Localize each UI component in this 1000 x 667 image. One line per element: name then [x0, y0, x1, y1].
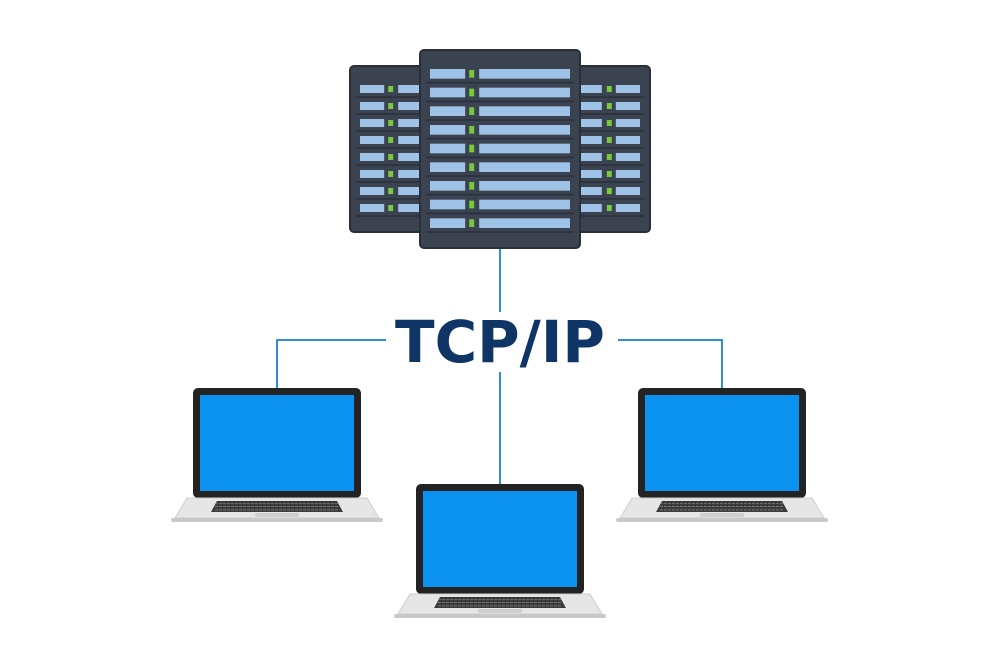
laptop-trackpad	[478, 609, 522, 613]
tcp-ip-label: TCP/IP	[395, 308, 605, 376]
laptop-center	[394, 484, 606, 618]
laptop-screen	[423, 491, 577, 587]
drive-bay	[479, 199, 570, 210]
drive-bay	[430, 218, 466, 228]
drive-bay	[479, 143, 570, 154]
drive-bay	[479, 106, 570, 116]
drive-bay	[360, 85, 385, 93]
drive-led	[469, 70, 475, 78]
drive-led	[469, 88, 475, 97]
drive-led	[469, 163, 475, 171]
laptop-screen	[645, 395, 799, 491]
drive-led	[469, 144, 475, 153]
drive-bay	[360, 136, 385, 144]
drive-bay	[479, 87, 570, 98]
drive-bay	[479, 218, 570, 228]
drive-bay	[615, 119, 640, 127]
drive-led	[606, 188, 612, 194]
drive-led	[469, 107, 475, 115]
drive-bay	[479, 125, 570, 135]
laptop-base-edge	[394, 614, 606, 618]
drive-bay	[479, 69, 570, 79]
drive-led	[606, 205, 612, 211]
drive-bay	[360, 102, 385, 110]
drive-led	[469, 126, 475, 134]
drive-bay	[615, 153, 640, 161]
server-rack-center	[419, 49, 581, 249]
laptop-trackpad	[255, 513, 299, 517]
drive-bay	[615, 102, 640, 110]
drive-led	[469, 182, 475, 190]
drive-led	[388, 86, 394, 92]
drive-led	[606, 120, 612, 126]
drive-led	[606, 154, 612, 160]
drive-led	[388, 103, 394, 109]
drive-led	[388, 171, 394, 177]
drive-led	[388, 205, 394, 211]
server-rack-group	[349, 49, 651, 249]
connector-to-right-laptop	[618, 339, 723, 388]
connector-to-left-laptop	[276, 339, 386, 388]
drive-bay	[615, 136, 640, 144]
laptop-base-edge	[616, 518, 828, 522]
drive-led	[469, 200, 475, 209]
drive-bay	[430, 181, 466, 191]
drive-bay	[430, 69, 466, 79]
drive-bay	[360, 153, 385, 161]
laptop-base-edge	[171, 518, 383, 522]
drive-bay	[430, 106, 466, 116]
laptop-left	[171, 388, 383, 522]
drive-bay	[430, 87, 466, 98]
drive-led	[606, 171, 612, 177]
drive-bay	[430, 199, 466, 210]
laptop-screen	[200, 395, 354, 491]
drive-bay	[615, 85, 640, 93]
laptop-right	[616, 388, 828, 522]
drive-bay	[615, 204, 640, 212]
drive-bay	[360, 187, 385, 195]
drive-led	[606, 137, 612, 143]
drive-led	[606, 86, 612, 92]
drive-bay	[430, 143, 466, 154]
drive-bay	[360, 119, 385, 127]
drive-led	[606, 103, 612, 109]
drive-bay	[615, 187, 640, 195]
drive-bay	[479, 181, 570, 191]
drive-led	[388, 137, 394, 143]
drive-led	[469, 219, 475, 227]
drive-led	[388, 120, 394, 126]
drive-bay	[360, 170, 385, 178]
drive-bay	[430, 162, 466, 172]
drive-bay	[479, 162, 570, 172]
drive-led	[388, 188, 394, 194]
drive-led	[388, 154, 394, 160]
laptop-trackpad	[700, 513, 744, 517]
connector-lines	[276, 248, 723, 484]
drive-bay	[360, 204, 385, 212]
drive-bay	[430, 125, 466, 135]
drive-bay	[615, 170, 640, 178]
